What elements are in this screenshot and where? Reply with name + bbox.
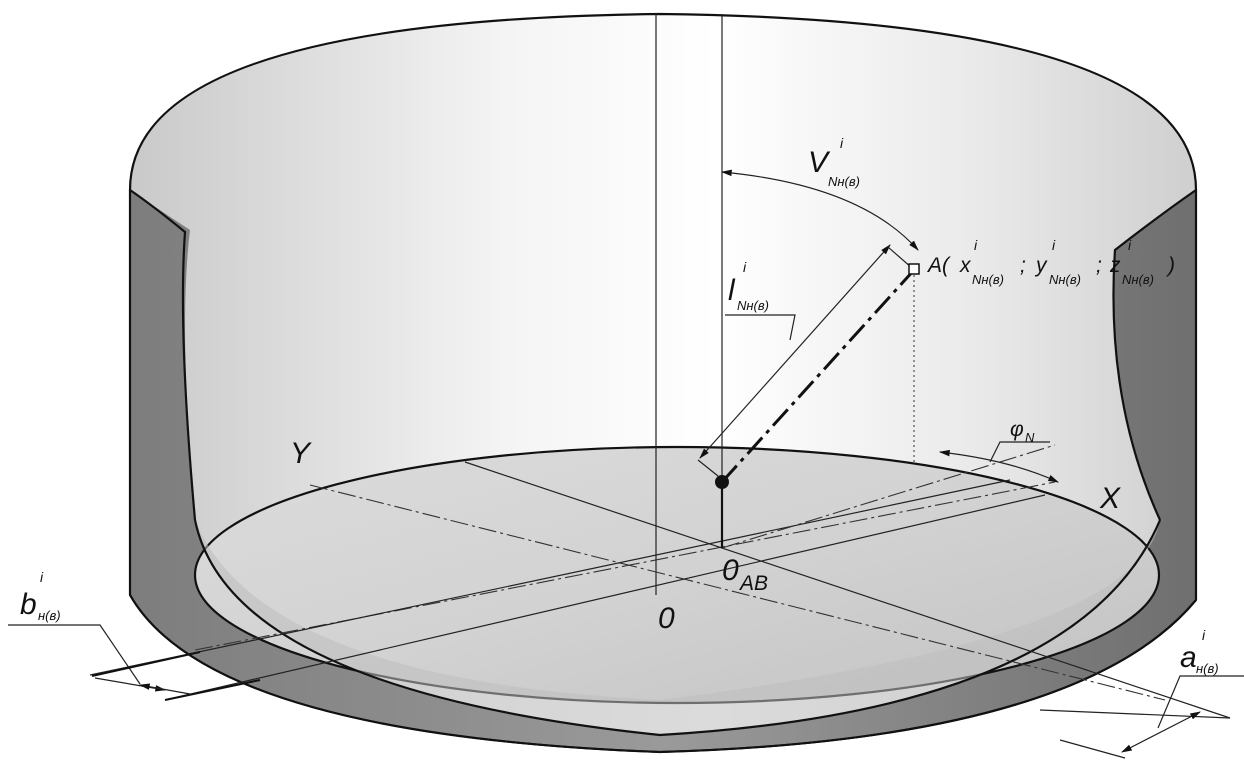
svg-text:z: z (1109, 254, 1121, 277)
svg-text:x: x (959, 254, 972, 277)
svg-text:н(в): н(в) (1196, 661, 1219, 676)
a-leader (1157, 675, 1244, 729)
inner-bottom-edge (193, 519, 1162, 737)
svg-text:;: ; (1020, 254, 1026, 277)
diag-line-2 (89, 479, 1011, 676)
svg-text:i: i (40, 569, 44, 585)
wall-deformation-right (1112, 189, 1197, 521)
svg-text:;: ; (1096, 254, 1102, 277)
origin-ab-label: 0 AB (722, 554, 768, 595)
svg-text:y: y (1034, 254, 1048, 277)
svg-text:0: 0 (722, 554, 739, 587)
svg-text:AB: AB (738, 572, 768, 595)
angle-v-arc (720, 169, 919, 251)
length-label: l i Nн(в) (728, 259, 769, 313)
svg-text:i: i (1202, 627, 1206, 643)
svg-text:l: l (728, 274, 736, 307)
tank-rim (128, 12, 1198, 191)
length-dimension-line (699, 244, 891, 459)
svg-text:Nн(в): Nн(в) (1049, 272, 1081, 287)
svg-text:φ: φ (1010, 418, 1024, 441)
b-ext-bottom (164, 679, 261, 701)
svg-text:V: V (808, 146, 831, 179)
length-ext-1 (697, 459, 719, 477)
svg-text:i: i (1128, 237, 1132, 253)
svg-text:н(в): н(в) (38, 608, 61, 623)
phi-label: φ N (1010, 418, 1035, 445)
axis-x-label: X (1099, 482, 1121, 515)
svg-text:i: i (840, 135, 844, 151)
svg-text:Nн(в): Nн(в) (828, 174, 860, 189)
a-dim (1121, 711, 1201, 753)
phi-arc (938, 449, 1059, 483)
svg-text:a: a (1180, 641, 1197, 674)
svg-text:Nн(в): Nн(в) (972, 272, 1004, 287)
svg-text:A(: A( (926, 254, 951, 277)
svg-text:b: b (20, 588, 37, 621)
origin-label: 0 (658, 602, 675, 635)
tank-bottom-edge (129, 594, 1197, 754)
diag-line-3 (164, 494, 1046, 701)
diag-line-1 (464, 461, 1231, 719)
a-offset-label: a i н(в) (1180, 627, 1219, 676)
a-ext-1 (1039, 709, 1231, 719)
svg-text:Nн(в): Nн(в) (1122, 272, 1154, 287)
svg-text:Nн(в): Nн(в) (737, 298, 769, 313)
b-offset-label: b i н(в) (20, 569, 61, 623)
point-a-marker (908, 263, 920, 275)
point-a-label: A( x i Nн(в) ; y i Nн(в) ; z i Nн(в) ) (926, 237, 1175, 287)
a-ext-2 (1059, 739, 1126, 759)
svg-text:i: i (1052, 237, 1056, 253)
tank-floor-front-shade (195, 520, 1160, 735)
svg-text:i: i (974, 237, 978, 253)
angle-v-label: V i Nн(в) (808, 135, 860, 189)
b-leader (8, 624, 141, 685)
axis-y-label: Y (290, 437, 312, 470)
phi-leader (989, 441, 1050, 463)
y-axis-line (309, 484, 1166, 701)
b-dim-2 (138, 683, 191, 695)
wall-deformation-left (129, 189, 197, 521)
length-leader (725, 314, 796, 341)
svg-text:N: N (1025, 430, 1035, 445)
svg-text:): ) (1165, 254, 1175, 277)
svg-text:i: i (743, 259, 747, 275)
b-ext-top (91, 651, 201, 677)
